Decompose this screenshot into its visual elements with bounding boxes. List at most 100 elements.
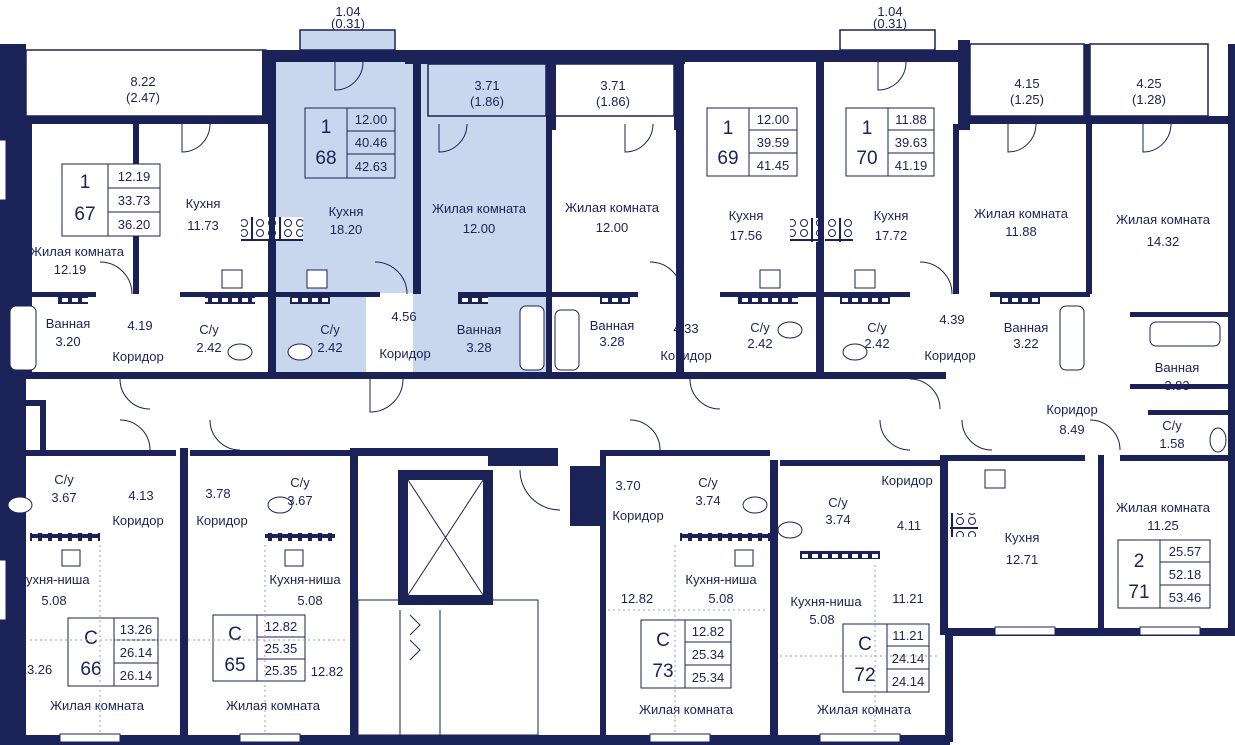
room-72-wc-area: 3.74	[825, 512, 850, 527]
room-66-wc-area: 3.67	[51, 490, 76, 505]
apt-65-rooms: С	[228, 624, 242, 645]
room-68-living-name: Жилая комната	[432, 201, 527, 216]
room-67-kitchen-name: Кухня	[186, 196, 221, 211]
apt-65-area1: 12.82	[265, 619, 298, 634]
apt-70-area3: 41.19	[895, 158, 928, 173]
balcony-68-area: 3.71	[474, 78, 499, 93]
apt-66-number: 66	[80, 659, 101, 680]
balcony-70a-coef: (1.25)	[1010, 92, 1044, 107]
apt-72-area1: 11.21	[892, 628, 924, 643]
windows	[0, 139, 1201, 743]
room-69-wc-name: С/у	[750, 320, 770, 335]
room-71-bath-area: 3.83	[1164, 378, 1189, 393]
apt-66-area3: 26.14	[120, 668, 153, 683]
room-71-living2-area: 11.25	[1147, 518, 1179, 533]
room-69-corr-area: 4.33	[673, 321, 698, 336]
apartment-label-72: С 72 11.21 24.14 24.14	[842, 623, 930, 693]
balcony-68-coef: (1.86)	[470, 94, 504, 109]
room-labels: Жилая комната 12.19 Кухня 11.73 Ванная 3…	[18, 196, 1210, 717]
apt-65-number: 65	[224, 655, 245, 676]
room-66-corr-name: Коридор	[112, 513, 163, 528]
room-68-corr-area: 4.56	[391, 309, 416, 324]
room-67-wc-name: С/у	[199, 322, 219, 337]
room-72-kitchen-area: 5.08	[809, 612, 834, 627]
room-73-corr-area: 3.70	[615, 478, 640, 493]
balcony-70b-area: 4.25	[1136, 76, 1161, 91]
stoves	[241, 217, 978, 537]
apt-66-rooms: С	[84, 628, 98, 649]
room-67-bath-area: 3.20	[55, 334, 80, 349]
room-73-kitchen-name: Кухня-ниша	[685, 572, 757, 587]
apartment-label-66: С 66 13.26 26.14 26.14	[67, 617, 159, 687]
room-70-living-area: 11.88	[1005, 224, 1037, 239]
room-71-living1-name: Жилая комната	[1116, 212, 1211, 227]
room-69-bath-area: 3.28	[599, 334, 624, 349]
apt-65-area2: 25.35	[265, 641, 298, 656]
room-65-living-area: 12.82	[311, 664, 344, 679]
apt-71-area3: 53.46	[1169, 590, 1202, 605]
room-70-bath-name: Ванная	[1004, 320, 1049, 335]
room-71-bath-name: Ванная	[1155, 360, 1200, 375]
balcony-70b-coef: (1.28)	[1132, 92, 1166, 107]
room-70-kitchen-name: Кухня	[874, 208, 909, 223]
room-67-living-area: 12.19	[54, 262, 87, 277]
apt-70-number: 70	[856, 148, 877, 169]
apt-71-rooms: 2	[1134, 551, 1145, 572]
door-swings	[99, 61, 1172, 511]
room-71-corr-name: Коридор	[1046, 402, 1097, 417]
room-65-living-name: Жилая комната	[226, 698, 321, 713]
room-69-kitchen-area: 17.56	[730, 228, 763, 243]
room-73-wc-name: С/у	[698, 475, 718, 490]
apartment-label-68: 1 68 12.00 40.46 42.63	[304, 107, 396, 179]
apt-71-number: 71	[1128, 582, 1149, 603]
balcony-top-70-coef: (0.31)	[873, 16, 907, 31]
room-68-corr-name: Коридор	[379, 346, 430, 361]
staircase	[357, 599, 539, 736]
room-71-wc-area: 1.58	[1159, 436, 1184, 451]
walls	[0, 40, 1235, 745]
room-68-kitchen-area: 18.20	[330, 222, 363, 237]
room-66-kitchen-area: 5.08	[41, 593, 66, 608]
apt-72-rooms: С	[858, 634, 872, 655]
room-65-wc-name: С/у	[290, 475, 310, 490]
room-69-corr-name: Коридор	[660, 348, 711, 363]
apt-69-rooms: 1	[723, 118, 734, 139]
apt-68-rooms: 1	[321, 117, 332, 138]
apt-72-area2: 24.14	[892, 651, 925, 666]
room-71-corr-area: 8.49	[1059, 422, 1084, 437]
balcony-top-68-coef: (0.31)	[331, 16, 365, 31]
balcony-69-area: 3.71	[600, 78, 625, 93]
balcony-top-68-area: 1.04	[335, 4, 360, 19]
room-66-wc-name: С/у	[54, 472, 74, 487]
room-73-kitchen-area: 5.08	[708, 591, 733, 606]
apt-67-number: 67	[74, 204, 95, 225]
apt-69-area2: 39.59	[757, 135, 790, 150]
elevator-shaft	[398, 470, 493, 605]
room-73-living-area: 12.82	[621, 591, 654, 606]
apartment-68-highlight	[276, 29, 546, 374]
sanitary-fixtures	[7, 269, 1227, 567]
apt-67-area1: 12.19	[118, 169, 151, 184]
room-66-living-name: Жилая комната	[50, 698, 145, 713]
room-71-wc-name: С/у	[1162, 418, 1182, 433]
room-70-corr-area: 4.39	[939, 312, 964, 327]
apt-73-area3: 25.34	[692, 670, 725, 685]
room-69-bath-name: Ванная	[590, 318, 635, 333]
room-66-kitchen-name: Кухня-ниша	[18, 572, 90, 587]
room-70-wc-area: 2.42	[864, 336, 889, 351]
apt-68-area3: 42.63	[355, 159, 388, 174]
room-65-corr-area: 3.78	[205, 486, 230, 501]
room-67-corr-area: 4.19	[127, 318, 152, 333]
room-72-living-area: 11.21	[892, 591, 924, 606]
apt-69-area3: 41.45	[757, 158, 790, 173]
room-67-corr-name: Коридор	[112, 349, 163, 364]
apt-72-number: 72	[854, 665, 875, 686]
apt-69-number: 69	[717, 148, 738, 169]
apartment-label-67: 1 67 12.19 33.73 36.20	[61, 163, 161, 237]
room-68-wc-area: 2.42	[317, 340, 342, 355]
room-66-living-area: 13.26	[20, 662, 53, 677]
room-70-bath-area: 3.22	[1013, 336, 1038, 351]
apartment-label-73: С 73 12.82 25.34 25.34	[640, 619, 732, 689]
apt-66-area1: 13.26	[120, 622, 153, 637]
